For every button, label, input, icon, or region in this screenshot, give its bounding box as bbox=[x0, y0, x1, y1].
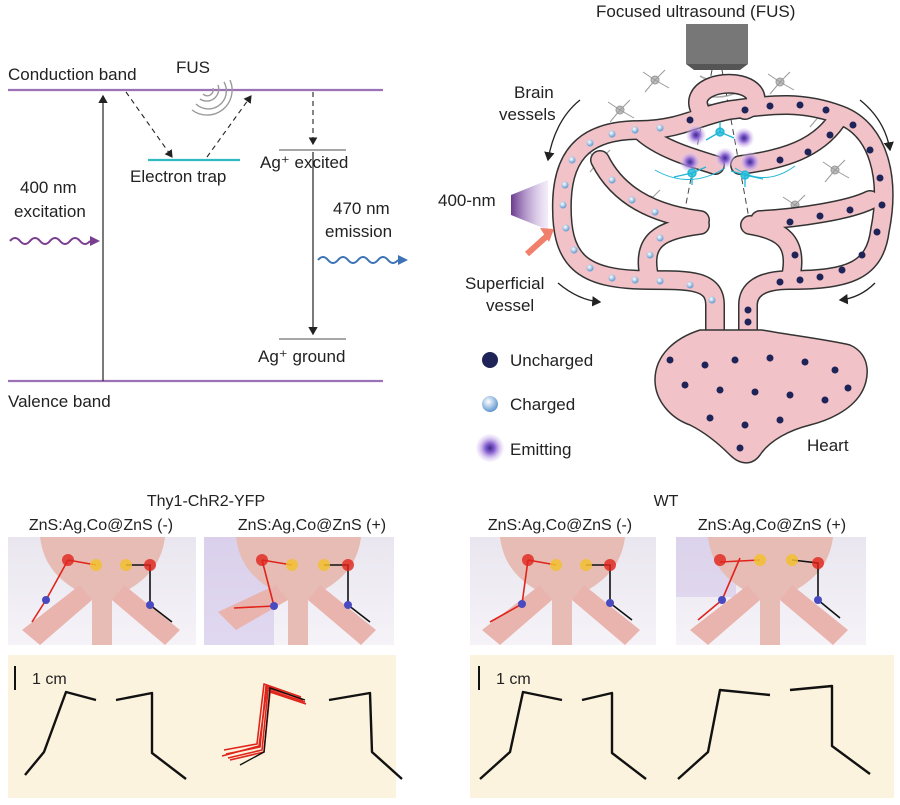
mouse-photo-thy1-plus bbox=[204, 537, 394, 645]
condition-label-wt-plus: ZnS:Ag,Co@ZnS (+) bbox=[698, 517, 846, 534]
group-title-wt: WT bbox=[654, 493, 679, 510]
brain-vessels-label-2: vessels bbox=[499, 105, 556, 124]
condition-label-wt-minus: ZnS:Ag,Co@ZnS (-) bbox=[488, 517, 632, 534]
trap-capture-arrow bbox=[125, 91, 173, 158]
emitting-particle-icon bbox=[476, 434, 504, 462]
superficial-vessel-label-1: Superficial bbox=[465, 274, 544, 293]
superficial-pointer-icon bbox=[524, 233, 550, 257]
transducer-tip-icon bbox=[686, 64, 748, 70]
trace-panel-thy1 bbox=[8, 655, 396, 798]
ultrasound-wave-icon bbox=[191, 79, 233, 116]
laser-label: 400-nm bbox=[438, 191, 496, 210]
brain-vessels-label-1: Brain bbox=[514, 83, 554, 102]
transducer-icon bbox=[686, 24, 748, 64]
superficial-pointer-head-icon bbox=[540, 228, 554, 242]
fus-cone-right bbox=[721, 69, 753, 236]
charged-particles bbox=[559, 124, 716, 304]
ag-excited-label: Ag⁺ excited bbox=[260, 153, 348, 172]
excitation-label-2: excitation bbox=[14, 202, 86, 221]
emission-label-2: emission bbox=[325, 222, 392, 241]
behavior-section: Thy1-ChR2-YFP ZnS:Ag,Co@ZnS (-) ZnS:Ag,C… bbox=[8, 493, 894, 798]
vessel-diagram: Focused ultrasound (FUS) bbox=[438, 2, 894, 464]
energy-diagram: Conduction band Valence band FUS 400 nm … bbox=[8, 58, 408, 411]
laser-beam-icon bbox=[511, 180, 548, 230]
condition-label-thy1-plus: ZnS:Ag,Co@ZnS (+) bbox=[238, 517, 386, 534]
scale-bar-label-thy1: 1 cm bbox=[32, 671, 67, 688]
charged-particle-icon bbox=[482, 396, 498, 412]
particle-legend: Uncharged Charged Emitting bbox=[476, 351, 593, 462]
excitation-wave-arrowhead-icon bbox=[90, 236, 100, 246]
trap-release-arrow bbox=[206, 95, 252, 158]
condition-label-thy1-minus: ZnS:Ag,Co@ZnS (-) bbox=[29, 517, 173, 534]
emission-wave-icon bbox=[317, 256, 399, 264]
mouse-photo-wt-minus bbox=[470, 537, 656, 645]
scale-bar-label-wt: 1 cm bbox=[496, 671, 531, 688]
electron-trap-label: Electron trap bbox=[130, 167, 226, 186]
emission-wave-arrowhead-icon bbox=[398, 255, 408, 265]
emitting-particles bbox=[680, 125, 760, 172]
fus-title: Focused ultrasound (FUS) bbox=[596, 2, 795, 21]
vessel-tree bbox=[551, 73, 894, 345]
valence-band-label: Valence band bbox=[8, 392, 111, 411]
emission-label-1: 470 nm bbox=[333, 199, 390, 218]
uncharged-particles bbox=[666, 101, 886, 452]
heart-shape bbox=[654, 329, 868, 464]
legend-emitting-label: Emitting bbox=[510, 440, 571, 459]
ag-ground-label: Ag⁺ ground bbox=[258, 347, 345, 366]
activated-neurons bbox=[654, 122, 796, 187]
flow-arrows bbox=[544, 99, 894, 307]
excitation-label-1: 400 nm bbox=[20, 178, 77, 197]
trace-lines-black bbox=[24, 684, 871, 780]
legend-uncharged-label: Uncharged bbox=[510, 351, 593, 370]
legend-charged-label: Charged bbox=[510, 395, 575, 414]
group-title-thy1: Thy1-ChR2-YFP bbox=[147, 493, 265, 510]
mouse-photo-wt-plus bbox=[676, 537, 866, 645]
mouse-photo-thy1-minus bbox=[8, 537, 196, 645]
excitation-wave-icon bbox=[9, 237, 91, 245]
conduction-band-label: Conduction band bbox=[8, 65, 137, 84]
heart-label: Heart bbox=[807, 436, 849, 455]
superficial-vessel-label-2: vessel bbox=[486, 296, 534, 315]
uncharged-particle-icon bbox=[482, 352, 498, 368]
trace-line-thy1-plus-black bbox=[239, 687, 306, 766]
fus-label: FUS bbox=[176, 58, 210, 77]
